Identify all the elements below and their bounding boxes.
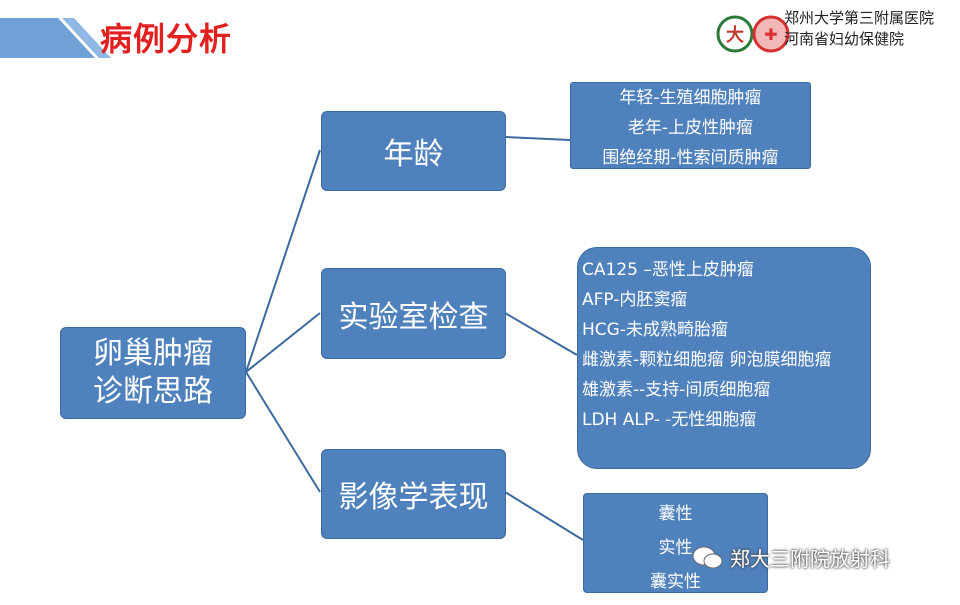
- root-node: 卵巢肿瘤诊断思路: [60, 327, 246, 419]
- svg-text:✚: ✚: [764, 25, 777, 44]
- age-details: 年轻-生殖细胞肿瘤 老年-上皮性肿瘤 围绝经期-性索间质肿瘤: [570, 82, 811, 169]
- wechat-icon: [692, 546, 723, 568]
- slide-title: 病例分析: [100, 20, 233, 58]
- svg-text:大: 大: [726, 24, 744, 46]
- connector-lines: [245, 136, 584, 541]
- watermark: 郑大三附院放射科: [692, 543, 890, 572]
- imaging-details: 囊性 实性 囊实性: [583, 493, 768, 593]
- branch-age: 年龄: [321, 111, 506, 191]
- logo-emblems: 大 ✚: [716, 15, 790, 53]
- lab-details: CA125 –恶性上皮肿瘤 AFP-内胚窦瘤 HCG-未成熟畸胎瘤 雌激素-颗粒…: [577, 247, 871, 469]
- branch-imaging: 影像学表现: [321, 449, 506, 539]
- hospital-logo: 郑州大学第三附属医院 河南省妇幼保健院: [784, 9, 935, 48]
- branch-lab: 实验室检查: [321, 268, 506, 359]
